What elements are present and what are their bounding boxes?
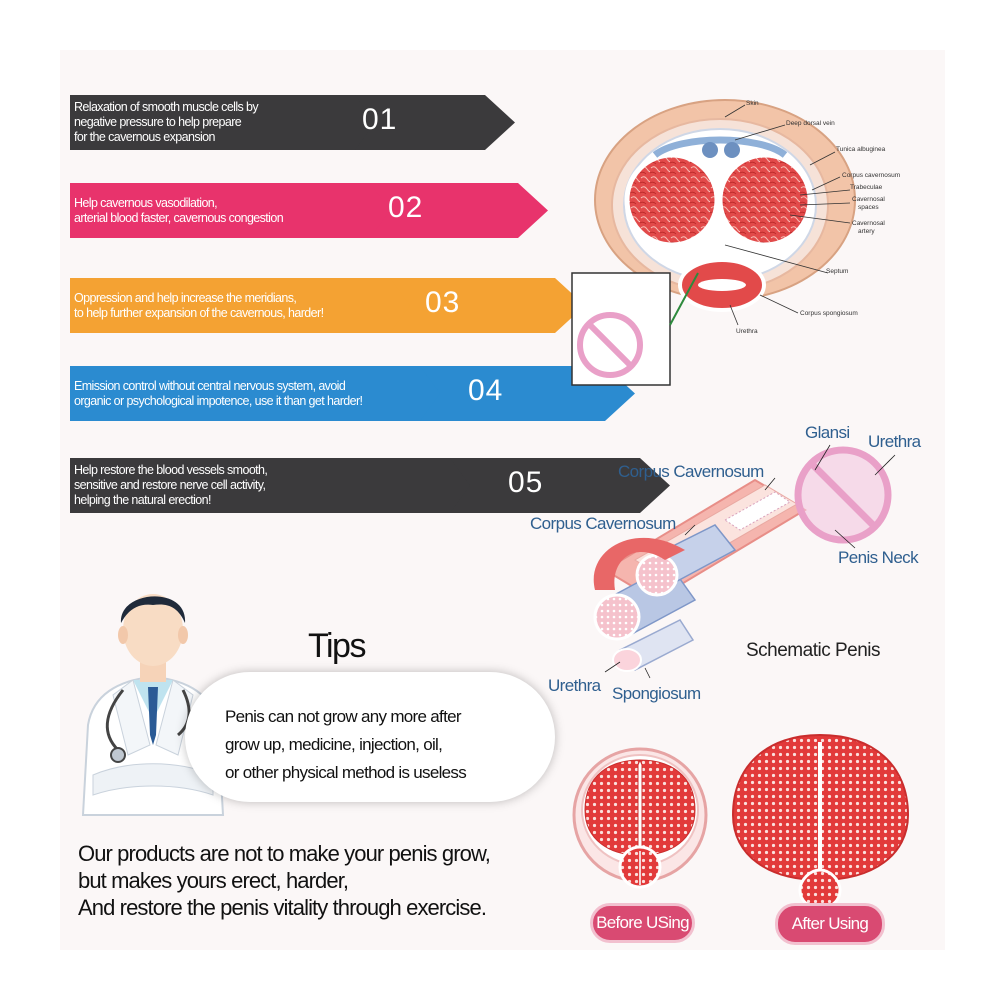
label-corpus-spongiosum: Corpus spongiosum <box>800 310 858 317</box>
banner-04-text: Emission control without central nervous… <box>74 378 363 408</box>
label-schematic-penis: Schematic Penis <box>746 640 881 661</box>
label-corpus-cavernosum-2: Corpus Cavernosum <box>530 514 676 533</box>
label-spongiosum: Spongiosum <box>612 684 701 703</box>
banner-04-number: 04 <box>468 374 504 407</box>
label-cavernosal-spaces: Cavernosal spaces <box>852 196 885 211</box>
banner-01-text: Relaxation of smooth muscle cells by neg… <box>74 100 259 144</box>
banner-03-number: 03 <box>425 286 461 319</box>
label-penis-neck: Penis Neck <box>838 548 919 567</box>
banner-05-arrow <box>450 458 670 513</box>
banner-02-text: Help cavernous vasodilation, arterial bl… <box>74 195 284 225</box>
banner-02-arrow <box>370 183 548 238</box>
label-urethra-bottom: Urethra <box>548 676 601 695</box>
label-septum: Septum <box>826 268 849 275</box>
label-deep-dorsal-vein: Deep dorsal vein <box>786 120 835 127</box>
bottom-statement: Our products are not to make your penis … <box>78 841 491 920</box>
tips-bubble <box>185 672 555 802</box>
banner-03: Oppression and help increase the meridia… <box>70 278 585 333</box>
after-using-label: After Using <box>775 903 885 945</box>
banner-05-number: 05 <box>508 466 544 499</box>
label-cavernosal-artery: Cavernosal artery <box>852 220 885 235</box>
after-cross-section <box>731 733 910 910</box>
doctor-avatar <box>81 594 225 816</box>
label-trabeculae: Trabeculae <box>850 184 883 191</box>
schematic-penis-illustration <box>593 444 896 679</box>
before-cross-section <box>572 747 708 889</box>
tips-title: Tips <box>308 627 366 665</box>
banner-04: Emission control without central nervous… <box>70 366 635 421</box>
banner-01: Relaxation of smooth muscle cells by neg… <box>70 95 515 150</box>
cross-section-illustration <box>571 99 856 386</box>
label-urethra-cross: Urethra <box>736 328 758 335</box>
label-urethra-top: Urethra <box>868 432 921 451</box>
label-corpus-cavernosum: Corpus cavernosum <box>842 172 901 179</box>
banner-02: Help cavernous vasodilation, arterial bl… <box>70 183 548 238</box>
banner-01-arrow <box>355 95 515 150</box>
banner-03-arrow <box>390 278 585 333</box>
banner-03-text: Oppression and help increase the meridia… <box>74 290 324 320</box>
before-using-label: Before USing <box>590 903 695 943</box>
tips-text: Penis can not grow any more after grow u… <box>225 707 467 782</box>
banner-05: Help restore the blood vessels smooth, s… <box>70 458 670 513</box>
label-skin: Skin <box>746 100 759 107</box>
banner-05-text: Help restore the blood vessels smooth, s… <box>74 463 268 507</box>
label-corpus-cavernosum-1: Corpus Cavernosum <box>618 462 764 481</box>
label-tunica-albuginea: Tunica albuginea <box>836 146 886 153</box>
banner-01-number: 01 <box>362 103 398 136</box>
label-glansi: Glansi <box>805 423 850 442</box>
banner-02-number: 02 <box>388 191 424 224</box>
